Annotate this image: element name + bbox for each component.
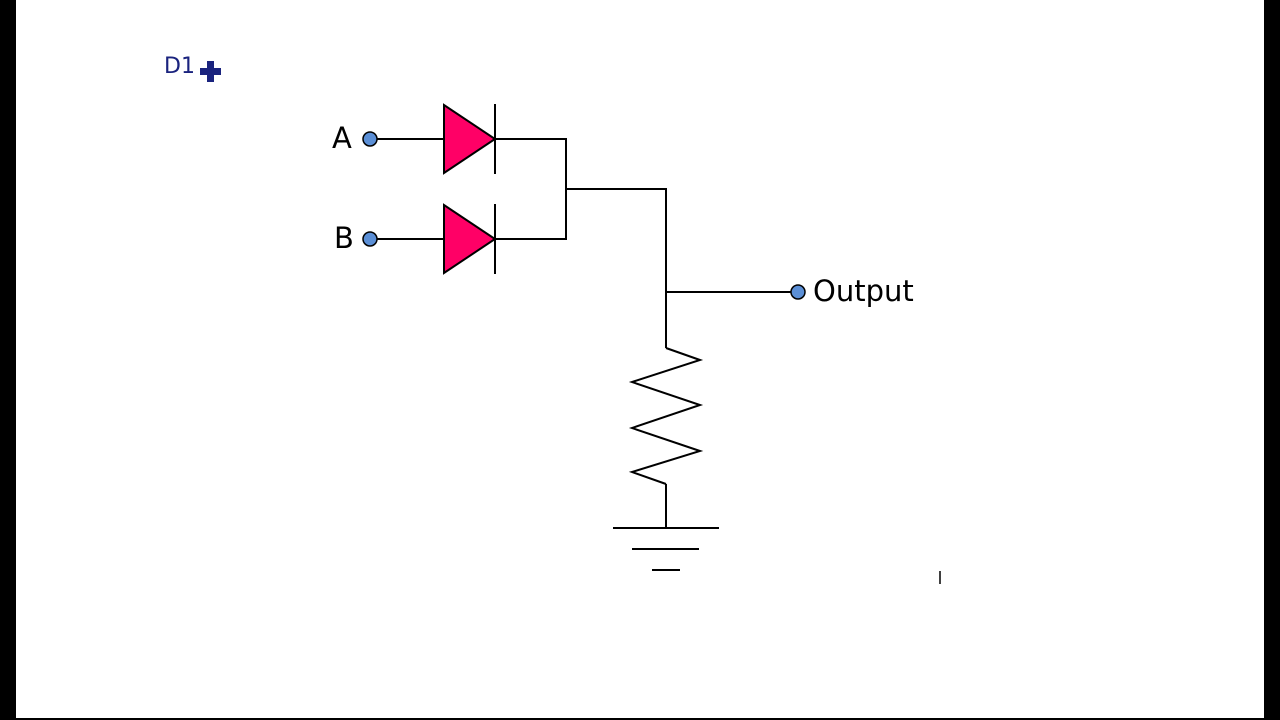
terminal-a bbox=[362, 131, 378, 147]
diode-a bbox=[443, 103, 497, 175]
canvas-frame: D1 A B bbox=[16, 0, 1264, 718]
terminal-b bbox=[362, 231, 378, 247]
diode-b bbox=[443, 203, 497, 275]
ground-symbol bbox=[613, 527, 719, 571]
terminal-output bbox=[790, 284, 806, 300]
input-label-b: B bbox=[334, 221, 354, 255]
output-label: Output bbox=[813, 274, 914, 308]
plus-cursor-icon bbox=[200, 61, 221, 82]
resistor bbox=[628, 347, 704, 485]
circuit-diagram: D1 A B bbox=[164, 54, 941, 584]
handwritten-annotation: D1 bbox=[164, 54, 195, 79]
input-label-a: A bbox=[332, 121, 352, 155]
